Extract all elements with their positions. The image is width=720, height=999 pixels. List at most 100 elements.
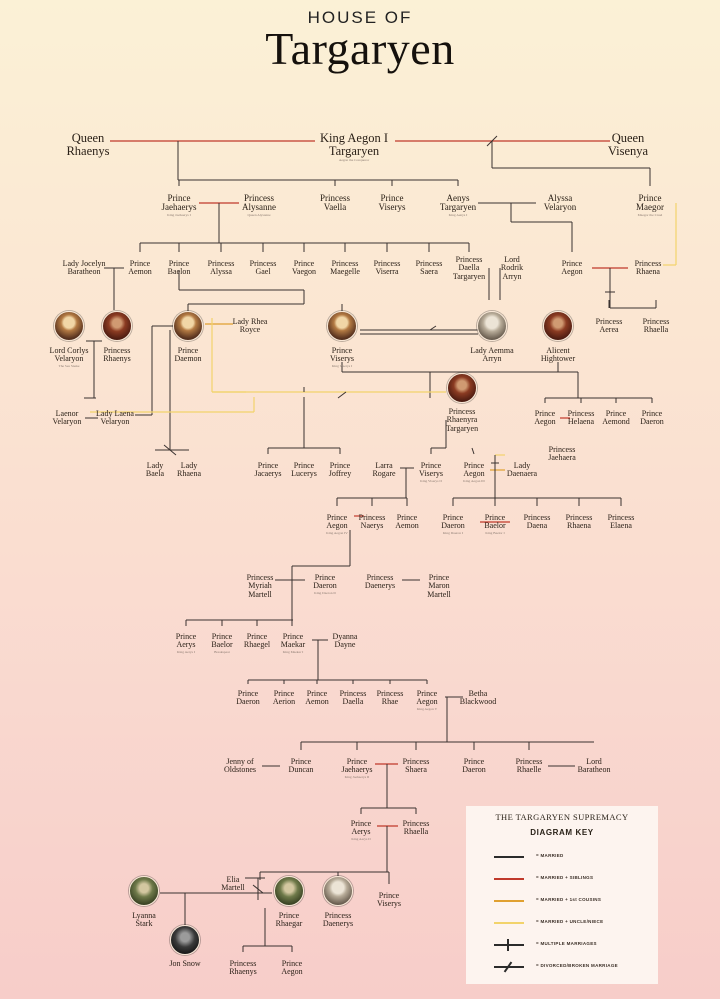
person-name-line: Princess: [402, 819, 430, 828]
person-name-line: Lord Corlys: [49, 346, 89, 355]
person-name-line: Martell: [248, 589, 272, 599]
person-note: King Jaehaerys II: [344, 774, 370, 779]
person-name-line: Vaella: [323, 202, 347, 213]
person-name-line: Princess: [448, 407, 476, 416]
person-name-line: Aegon: [326, 521, 348, 531]
person-name-line: Velaryon: [100, 417, 130, 427]
person-note: King Daeron II: [314, 590, 336, 595]
person-name-line: Aemond: [602, 417, 630, 427]
portrait-daemon: [173, 311, 203, 341]
person-name-line: Princess: [358, 513, 386, 522]
person-name-line: Baelor: [211, 640, 233, 650]
person-name-line: Rhaelle: [516, 765, 542, 775]
connector-line-71: [163, 444, 177, 456]
person-name-line: Rhaegel: [243, 640, 271, 650]
person-name-line: Aerys: [176, 640, 196, 650]
person-name-line: Joffrey: [328, 469, 352, 479]
person-name-line: Alyssa: [210, 267, 232, 277]
key-label: = MARRIED + 1st COUSINS: [536, 897, 602, 902]
person-jon: Jon Snow: [169, 959, 200, 968]
person-name-line: Daenerys: [364, 581, 396, 591]
person-note: King Aerys I: [176, 649, 196, 654]
person-name-line: Prince: [331, 346, 353, 355]
person-name-line: Prince: [346, 757, 368, 766]
person-name-line: Aemon: [305, 697, 329, 707]
portrait-corlys: [54, 311, 84, 341]
person-name-line: Lady: [180, 461, 198, 470]
person-name-line: Prince: [314, 573, 336, 582]
person-name-line: Prince: [380, 193, 404, 203]
person-name-line: Daeron: [441, 521, 465, 531]
person-name-line: Daena: [526, 521, 548, 531]
person-name-line: Princess: [246, 573, 274, 582]
person-note: King Aegon IV: [326, 530, 348, 535]
person-note: King Maekar I: [282, 649, 304, 654]
key-label: = MARRIED + SIBLINGS: [536, 875, 594, 880]
person-name-line: Aerion: [272, 697, 296, 707]
person-note: King Jaehaerys I: [167, 212, 191, 217]
person-name-line: Princess: [373, 259, 401, 268]
person-name-line: Queen: [71, 131, 105, 145]
person-name-line: Prince: [290, 757, 312, 766]
person-name-line: Prince: [168, 259, 190, 268]
person-note: King Aerys II: [351, 836, 371, 841]
person-name-line: Princess: [595, 317, 623, 326]
person-name-line: Prince: [561, 259, 583, 268]
person-name-line: King Aegon I: [319, 131, 389, 145]
person-name-line: Jacaerys: [254, 469, 282, 479]
person-name-line: Prince: [641, 409, 663, 418]
person-name-line: Lyanna: [132, 911, 156, 920]
person-name-line: Lord: [504, 255, 520, 264]
person-name-line: Daella: [458, 263, 480, 273]
person-name-line: Targaryen: [328, 144, 380, 159]
person-name-line: Prince: [605, 409, 627, 418]
person-name-line: Princess: [376, 689, 404, 698]
person-name-line: Elaena: [610, 521, 632, 531]
portrait-alicent: [543, 311, 573, 341]
person-note: King Viserys II: [420, 478, 442, 483]
person-name-line: Jaehaerys: [161, 202, 197, 213]
person-note: King Daeron I: [442, 530, 464, 535]
person-name-line: Martell: [427, 589, 451, 599]
person-name-line: Lady Rhea: [232, 317, 268, 326]
person-name-line: Maekar: [280, 640, 306, 650]
person-name-line: Daemon: [174, 354, 202, 364]
person-name-line: Maegelle: [330, 267, 360, 277]
person-name-line: Prince: [237, 689, 259, 698]
person-name-line: Rhaella: [643, 325, 669, 335]
person-name-line: Baela: [145, 469, 165, 479]
person-name-line: Maegor: [636, 202, 664, 213]
person-name-line: Baelor: [484, 521, 506, 531]
person-note: King Aenys I: [448, 212, 468, 217]
person-name-line: Prince: [177, 346, 199, 355]
portrait-viserys1: [327, 311, 357, 341]
person-name-line: Shaera: [405, 765, 427, 775]
